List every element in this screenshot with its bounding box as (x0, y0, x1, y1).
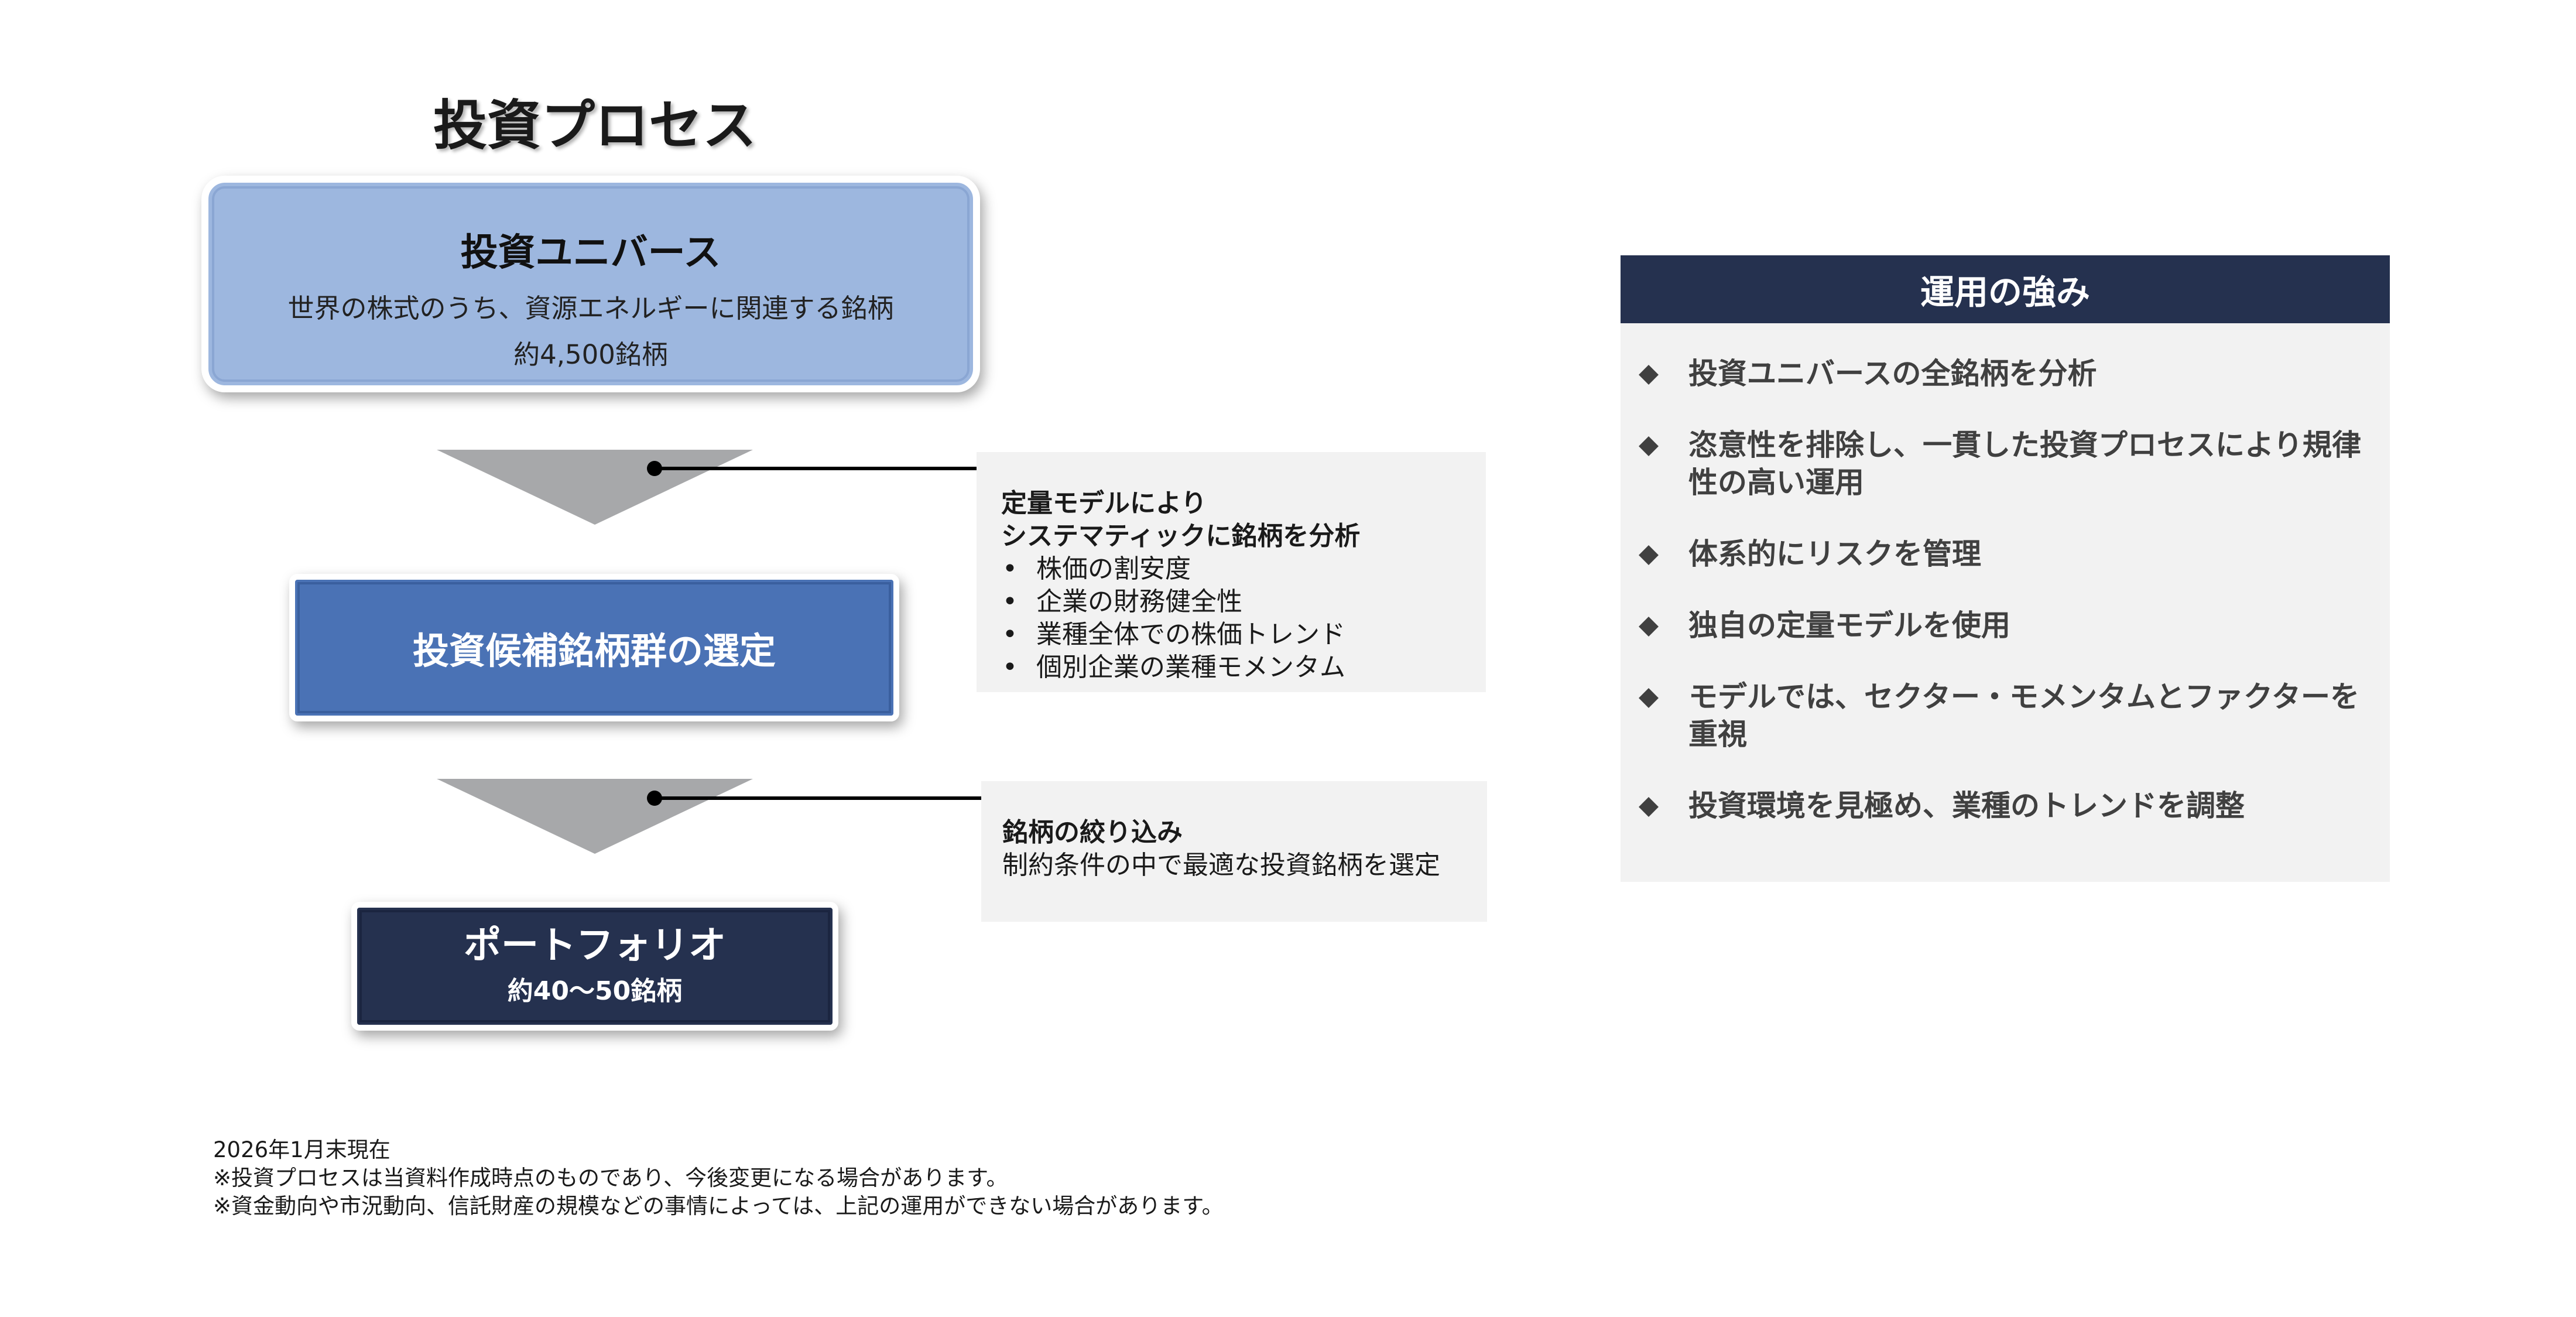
connector-line (655, 796, 1000, 800)
connector-dot (647, 791, 662, 806)
quant-model-note: 定量モデルにより システマティックに銘柄を分析 株価の割安度 企業の財務健全性 … (977, 452, 1486, 692)
portfolio-box: ポートフォリオ 約40～50銘柄 (351, 902, 838, 1031)
strength-text: 恣意性を排除し、一貫した投資プロセスにより規律性の高い運用 (1688, 428, 2361, 500)
note-bullet-list: 株価の割安度 企業の財務健全性 業種全体での株価トレンド 個別企業の業種モメンタ… (1001, 553, 1486, 684)
candidate-selection-box: 投資候補銘柄群の選定 (289, 574, 899, 721)
portfolio-count: 約40～50銘柄 (507, 976, 683, 1007)
strength-item: 恣意性を排除し、一貫した投資プロセスにより規律性の高い運用 (1621, 426, 2390, 501)
note-bullet: 株価の割安度 (1001, 553, 1486, 586)
strengths-list: 投資ユニバースの全銘柄を分析 恣意性を排除し、一貫した投資プロセスにより規律性の… (1621, 323, 2390, 825)
universe-title: 投資ユニバース (460, 231, 721, 275)
strength-text: 投資ユニバースの全銘柄を分析 (1688, 357, 2097, 391)
note-bullet: 業種全体での株価トレンド (1001, 618, 1486, 651)
connector-line (655, 467, 998, 470)
strength-item: 独自の定量モデルを使用 (1621, 607, 2390, 644)
note-heading: 銘柄の絞り込み (1002, 817, 1183, 847)
candidate-title: 投資候補銘柄群の選定 (412, 630, 776, 672)
strength-item: 投資ユニバースの全銘柄を分析 (1621, 355, 2390, 392)
page-title: 投資プロセス (433, 94, 757, 157)
note-heading: システマティックに銘柄を分析 (1001, 521, 1361, 551)
portfolio-title: ポートフォリオ (464, 923, 726, 967)
strength-text: 体系的にリスクを管理 (1688, 537, 1981, 571)
diamond-bullet-icon (1639, 545, 1659, 565)
narrowing-note: 銘柄の絞り込み 制約条件の中で最適な投資銘柄を選定 (981, 781, 1487, 922)
universe-box: 投資ユニバース 世界の株式のうち、資源エネルギーに関連する銘柄 約4,500銘柄 (201, 176, 980, 392)
note-heading: 定量モデルにより (1001, 488, 1207, 518)
universe-count: 約4,500銘柄 (513, 339, 668, 370)
strengths-header: 運用の強み (1621, 255, 2390, 323)
universe-description: 世界の株式のうち、資源エネルギーに関連する銘柄 (287, 293, 894, 324)
note-text: 制約条件の中で最適な投資銘柄を選定 (1002, 850, 1440, 880)
diamond-bullet-icon (1639, 365, 1659, 385)
note-bullet: 個別企業の業種モメンタム (1001, 651, 1486, 684)
down-arrow-icon (437, 779, 753, 854)
footnote-date: 2026年1月末現在 (213, 1137, 390, 1162)
strengths-panel: 運用の強み 投資ユニバースの全銘柄を分析 恣意性を排除し、一貫した投資プロセスに… (1621, 255, 2390, 882)
connector-dot (647, 461, 662, 476)
diamond-bullet-icon (1639, 797, 1659, 817)
strength-text: モデルでは、セクター・モメンタムとファクターを重視 (1688, 680, 2359, 751)
diamond-bullet-icon (1639, 436, 1659, 456)
footnote: ※資金動向や市況動向、信託財産の規模などの事情によっては、上記の運用ができない場… (213, 1193, 1224, 1219)
down-arrow-icon (437, 450, 753, 525)
footnote: ※投資プロセスは当資料作成時点のものであり、今後変更になる場合があります。 (213, 1165, 1008, 1191)
note-bullet: 企業の財務健全性 (1001, 586, 1486, 618)
diamond-bullet-icon (1639, 688, 1659, 708)
footnotes: 2026年1月末現在 ※投資プロセスは当資料作成時点のものであり、今後変更になる… (213, 1136, 1224, 1220)
strength-item: モデルでは、セクター・モメンタムとファクターを重視 (1621, 678, 2390, 753)
strength-text: 投資環境を見極め、業種のトレンドを調整 (1688, 789, 2245, 823)
strength-text: 独自の定量モデルを使用 (1688, 608, 2010, 642)
strength-item: 投資環境を見極め、業種のトレンドを調整 (1621, 787, 2390, 825)
strength-item: 体系的にリスクを管理 (1621, 535, 2390, 573)
diamond-bullet-icon (1639, 617, 1659, 637)
